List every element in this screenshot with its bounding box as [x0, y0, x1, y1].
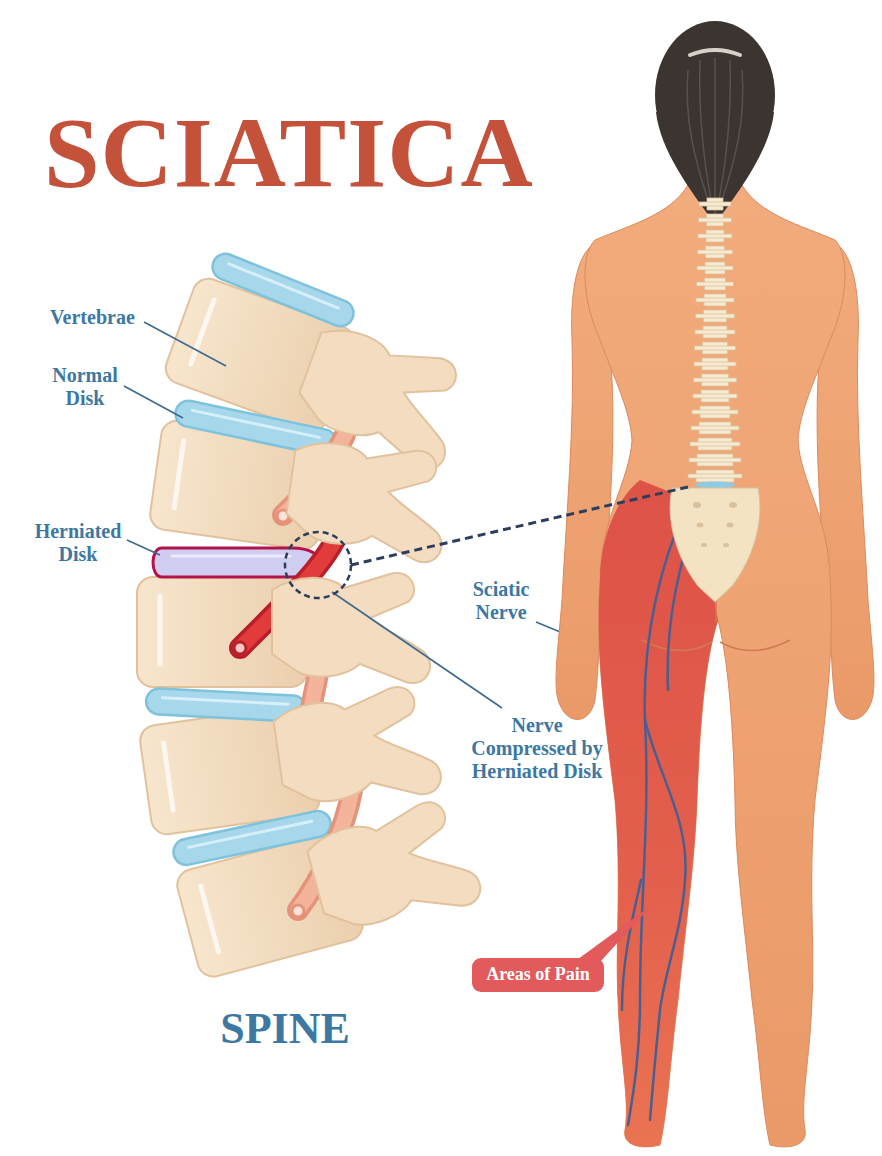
part-label: Sciatic Nerve [451, 578, 551, 624]
section-label: SPINE [185, 1004, 385, 1055]
leader-lines [124, 322, 628, 708]
vertebra-arch [272, 573, 430, 683]
foramen [701, 543, 707, 547]
vertebra-arch-shape [282, 434, 454, 565]
vertebra-arch-shape [303, 794, 484, 941]
nerve-line [628, 500, 690, 1125]
callout-box: Areas of Pain [472, 958, 604, 992]
foramen [723, 543, 729, 547]
leader-line [127, 540, 160, 555]
zoom-line [351, 487, 688, 565]
highlight [192, 410, 319, 437]
highlight [162, 698, 288, 705]
part-label: Vertebrae [50, 306, 160, 329]
highlight [158, 596, 163, 664]
zoom-circle [285, 532, 351, 598]
highlight [201, 886, 219, 952]
lumbar-disk [695, 482, 735, 489]
vertebra-arch-shape [271, 683, 443, 814]
sacrum [670, 488, 760, 602]
foramen [693, 502, 701, 508]
spine-processes [688, 202, 742, 478]
normal-disk [209, 250, 358, 330]
highlight [189, 821, 312, 847]
leader-line [144, 322, 226, 366]
part-label: Herniated Disk [23, 520, 133, 566]
highlight [174, 441, 183, 508]
vertebra-arch [282, 434, 454, 565]
callout-text: Areas of Pain [486, 964, 590, 986]
vertebra-arch-shape [272, 573, 430, 683]
callout-pointer [574, 905, 652, 962]
highlight [164, 743, 173, 810]
vertebra-arch [303, 794, 484, 941]
part-label: Nerve Compressed by Herniated Disk [467, 714, 607, 783]
foramen [727, 523, 734, 528]
herniated-disk [153, 548, 320, 577]
gluteal-fold [642, 640, 790, 651]
nerve-end [234, 642, 246, 654]
disk-shape [209, 250, 358, 330]
nerve-line [645, 720, 686, 1120]
posterior-elements [271, 317, 484, 942]
hair-tie [690, 50, 740, 55]
torso-and-legs [585, 185, 845, 1147]
sacral-foramina [693, 502, 737, 547]
nerve-line [622, 880, 641, 1010]
highlight [172, 555, 290, 558]
leader-line [124, 386, 183, 418]
foramen [729, 502, 737, 508]
highlight [229, 264, 338, 308]
part-label: Normal Disk [40, 364, 130, 410]
title: SCIATICA [44, 103, 534, 203]
nerve-end [292, 905, 304, 917]
hair-strands [687, 58, 743, 215]
foramen [697, 523, 704, 528]
spine-vertebrae [696, 198, 734, 482]
highlight [191, 300, 214, 364]
vertebra-arch [271, 683, 443, 814]
sciatic-nerve [622, 500, 700, 1125]
